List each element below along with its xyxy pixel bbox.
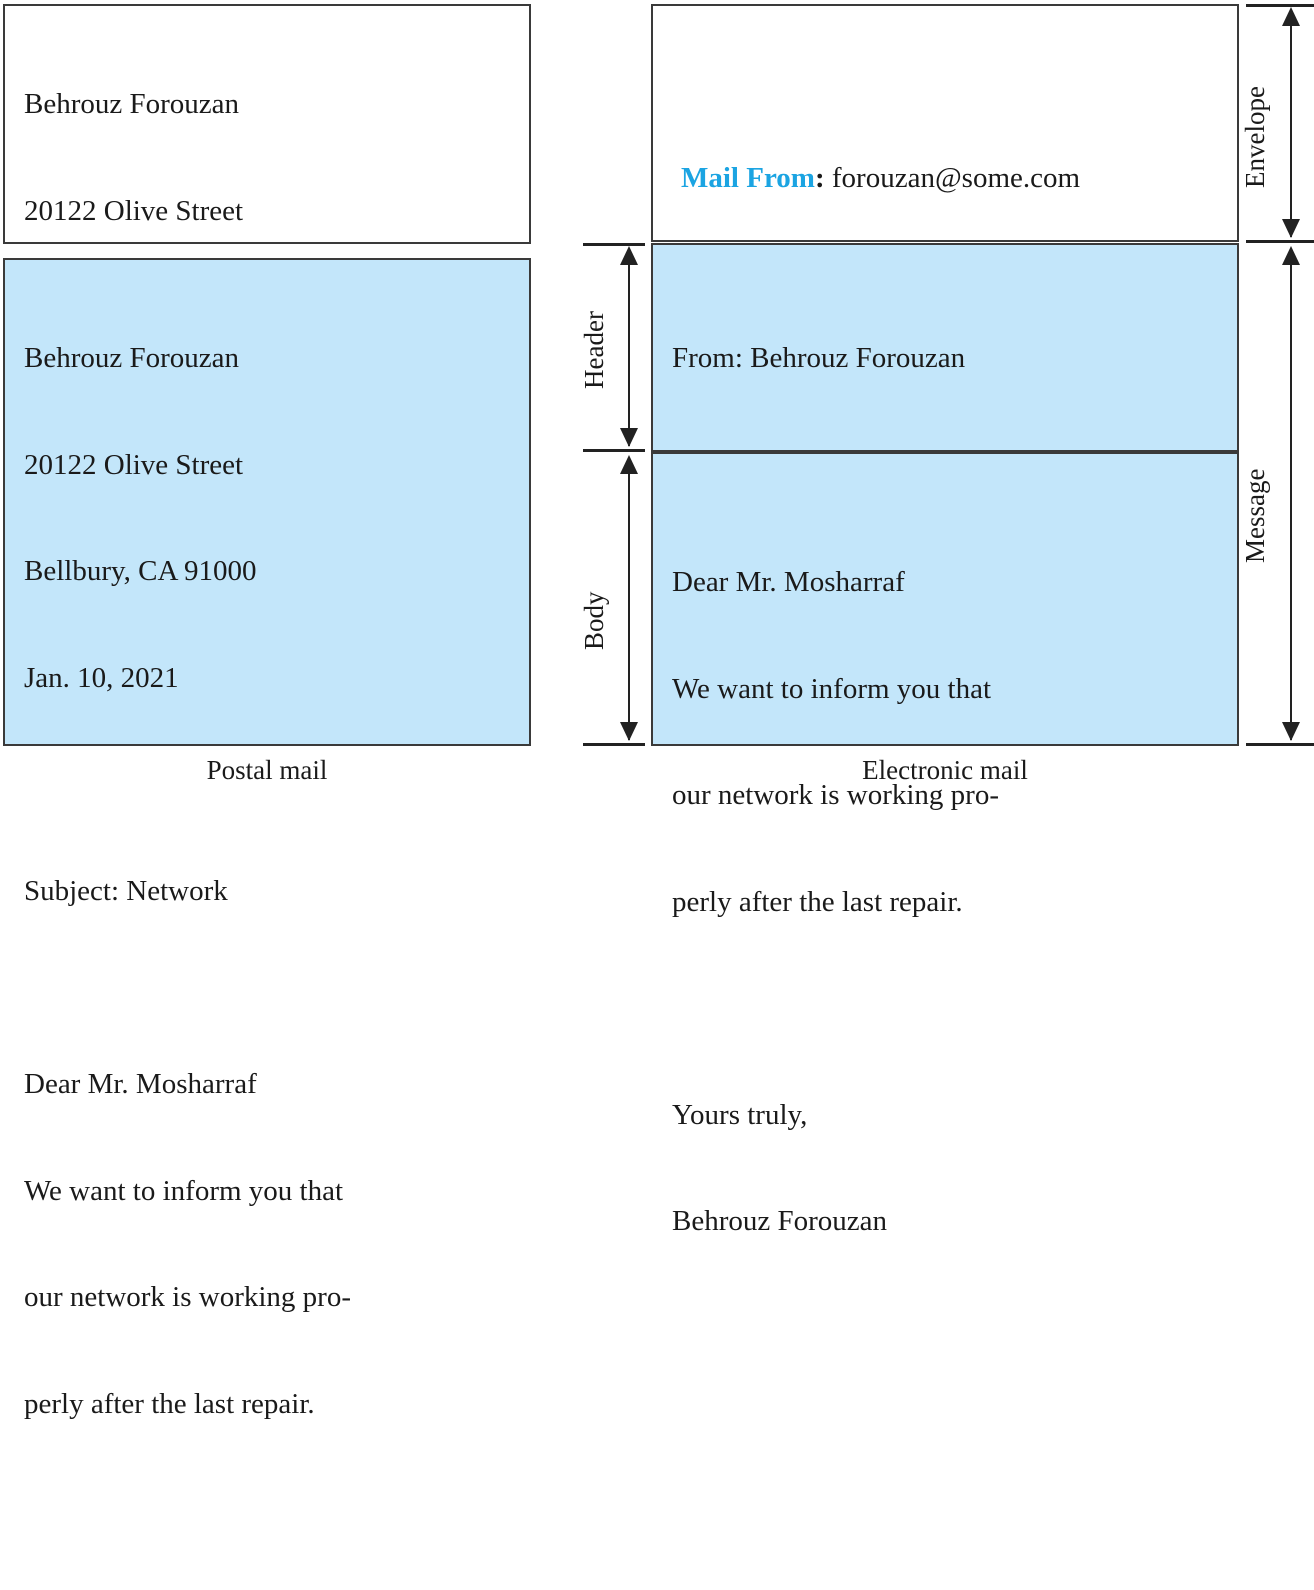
postal-letter-body-line-2: our network is working pro- — [24, 1281, 352, 1313]
postal-letter-box: Behrouz Forouzan 20122 Olive Street Bell… — [3, 258, 531, 1420]
message-arrow-shaft — [1290, 249, 1292, 740]
envelope-arrow-down — [1282, 219, 1300, 238]
email-header-box: From: Behrouz Forouzan To: Firouz Moshar… — [651, 243, 1239, 694]
postal-sender-line-2: 20122 Olive Street — [24, 194, 244, 227]
caption-electronic-mail: Electronic mail — [862, 755, 1028, 785]
postal-letter-body-line-3: perly after the last repair. — [24, 1387, 315, 1420]
mail-from-label: Mail From — [681, 162, 815, 194]
envelope-tick-bottom — [1246, 240, 1314, 243]
caption-postal-mail: Postal mail — [206, 755, 328, 785]
postal-letter-salutation: Dear Mr. Mosharraf — [24, 1068, 257, 1100]
email-body-box: Dear Mr. Mosharraf We want to inform you… — [651, 452, 1239, 1237]
postal-letter-body-line-1: We want to inform you that — [24, 1174, 344, 1207]
body-arrow-shaft — [628, 458, 630, 740]
message-arrow-down — [1282, 722, 1300, 741]
mail-from-colon: : — [814, 162, 825, 194]
mail-from-value: forouzan@some.com — [824, 162, 1081, 194]
spacer — [24, 1493, 521, 1529]
email-header-from: From: Behrouz Forouzan — [672, 342, 966, 374]
body-tick-bottom — [583, 743, 645, 746]
header-arrow-shaft — [628, 249, 630, 446]
body-label: Body — [579, 591, 609, 650]
header-label: Header — [579, 311, 609, 389]
postal-envelope-box: Behrouz Forouzan 20122 Olive Street Bell… — [3, 4, 531, 653]
postal-letter-date: Jan. 10, 2021 — [24, 661, 179, 694]
email-body-closing-line-2: Behrouz Forouzan — [672, 1205, 888, 1237]
email-body-text: Dear Mr. Mosharraf We want to inform you… — [672, 494, 1229, 1311]
email-body-line-3: perly after the last repair. — [672, 885, 963, 918]
postal-letter-subject: Subject: Network — [24, 874, 228, 907]
postal-letter-return-line-2: 20122 Olive Street — [24, 448, 244, 481]
message-label: Message — [1240, 468, 1270, 563]
envelope-arrow-shaft — [1290, 10, 1292, 237]
header-tick-top — [583, 243, 645, 246]
spacer — [672, 991, 1229, 1027]
email-body-closing-line-1: Yours truly, — [672, 1098, 808, 1131]
email-envelope-box: Mail From: forouzan@some.com RCPT To: mo… — [651, 4, 1239, 302]
envelope-label: Envelope — [1240, 86, 1270, 188]
postal-letter-return-line-3: Bellbury, CA 91000 — [24, 555, 257, 587]
mail-from-line: Mail From: forouzan@some.com — [681, 160, 1128, 196]
header-tick-bottom — [583, 449, 645, 452]
postal-letter-text: Behrouz Forouzan 20122 Olive Street Bell… — [24, 270, 521, 1590]
spacer — [24, 980, 521, 996]
email-body-salutation: Dear Mr. Mosharraf — [672, 566, 905, 598]
postal-letter-return-line-1: Behrouz Forouzan — [24, 342, 240, 374]
postal-sender-line-1: Behrouz Forouzan — [24, 88, 240, 120]
body-arrow-down — [620, 722, 638, 741]
email-body-line-1: We want to inform you that — [672, 672, 992, 705]
header-arrow-down — [620, 428, 638, 447]
envelope-tick-top — [1246, 4, 1314, 7]
message-tick-bottom — [1246, 743, 1314, 746]
